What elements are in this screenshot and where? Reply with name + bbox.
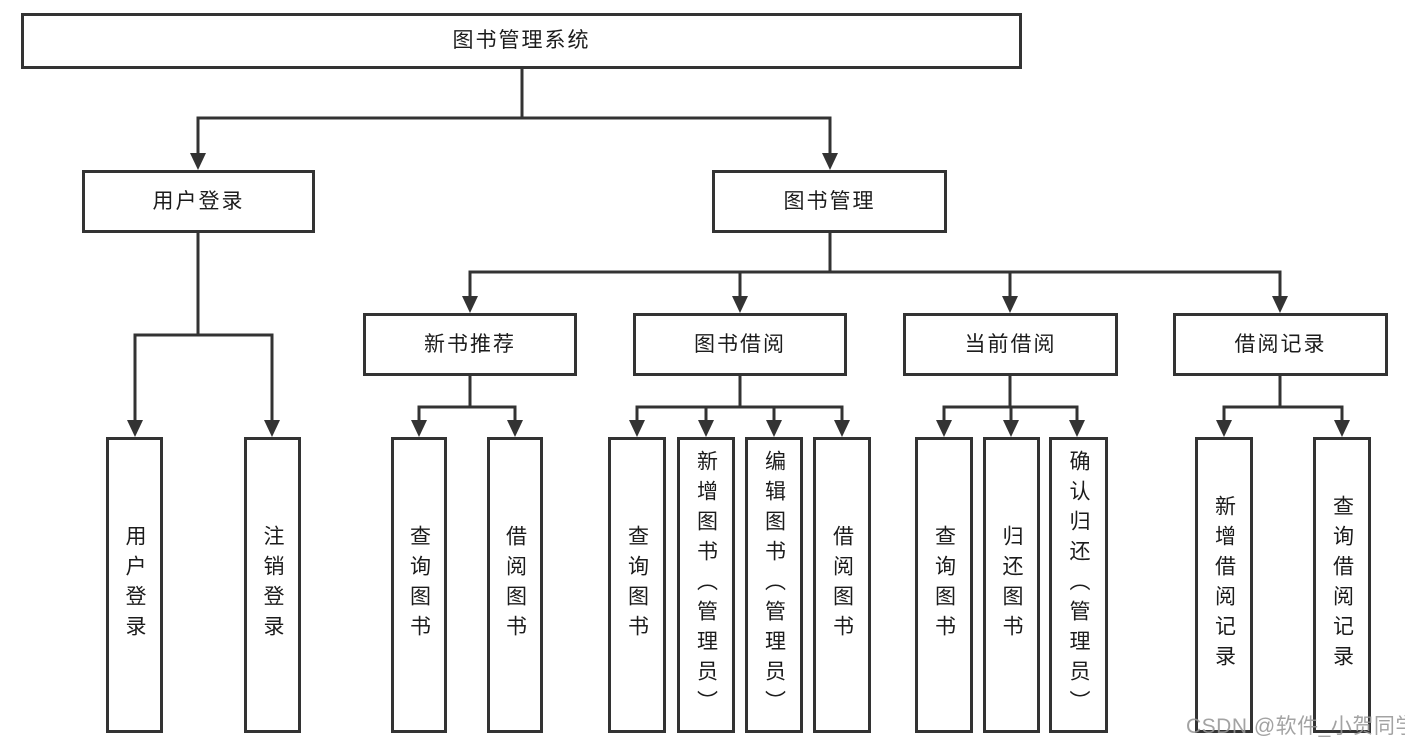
leaf-logout-label: 注销登录	[261, 525, 284, 645]
node-book-management: 图书管理	[712, 170, 947, 233]
node-current-borrow-label: 当前借阅	[964, 332, 1057, 356]
leaf-user-login-label: 用户登录	[123, 525, 146, 645]
leaf-add-book-admin-label: 新增图书（管理员）	[694, 450, 718, 720]
leaf-borrow-books-recommend: 借阅图书	[487, 437, 543, 733]
node-new-book-recommend: 新书推荐	[363, 313, 577, 376]
node-current-borrow: 当前借阅	[903, 313, 1118, 376]
leaf-logout: 注销登录	[244, 437, 301, 733]
leaf-user-login: 用户登录	[106, 437, 163, 733]
leaf-query-books-current: 查询图书	[915, 437, 973, 733]
node-new-book-recommend-label: 新书推荐	[424, 332, 516, 356]
leaf-edit-book-admin-label: 编辑图书（管理员）	[762, 450, 786, 720]
node-root: 图书管理系统	[21, 13, 1022, 69]
leaf-borrow-books-recommend-label: 借阅图书	[503, 525, 527, 645]
leaf-confirm-return-admin: 确认归还（管理员）	[1049, 437, 1108, 733]
node-user-login-label: 用户登录	[152, 189, 245, 213]
leaf-query-books-recommend: 查询图书	[391, 437, 447, 733]
leaf-return-book: 归还图书	[983, 437, 1040, 733]
leaf-query-books-recommend-label: 查询图书	[407, 525, 431, 645]
leaf-query-books-borrow: 查询图书	[608, 437, 666, 733]
leaf-borrow-books-label: 借阅图书	[830, 525, 854, 645]
node-book-borrow: 图书借阅	[633, 313, 847, 376]
leaf-edit-book-admin: 编辑图书（管理员）	[745, 437, 803, 733]
leaf-return-book-label: 归还图书	[1000, 525, 1023, 645]
arrowheads	[127, 153, 1350, 437]
node-book-management-label: 图书管理	[783, 189, 876, 213]
leaf-add-book-admin: 新增图书（管理员）	[677, 437, 735, 733]
node-user-login: 用户登录	[82, 170, 315, 233]
leaf-add-borrow-record: 新增借阅记录	[1195, 437, 1253, 733]
leaf-query-borrow-record: 查询借阅记录	[1313, 437, 1371, 733]
leaf-add-borrow-record-label: 新增借阅记录	[1212, 495, 1236, 675]
node-borrow-records-label: 借阅记录	[1234, 332, 1327, 356]
leaf-confirm-return-admin-label: 确认归还（管理员）	[1067, 450, 1090, 720]
leaf-borrow-books: 借阅图书	[813, 437, 871, 733]
node-borrow-records: 借阅记录	[1173, 313, 1388, 376]
leaf-query-books-current-label: 查询图书	[932, 525, 956, 645]
node-root-label: 图书管理系统	[452, 29, 591, 53]
leaf-query-books-borrow-label: 查询图书	[625, 525, 649, 645]
node-book-borrow-label: 图书借阅	[694, 332, 786, 356]
leaf-query-borrow-record-label: 查询借阅记录	[1330, 495, 1354, 675]
csdn-watermark: CSDN @软件_小贺同学	[1186, 715, 1405, 738]
